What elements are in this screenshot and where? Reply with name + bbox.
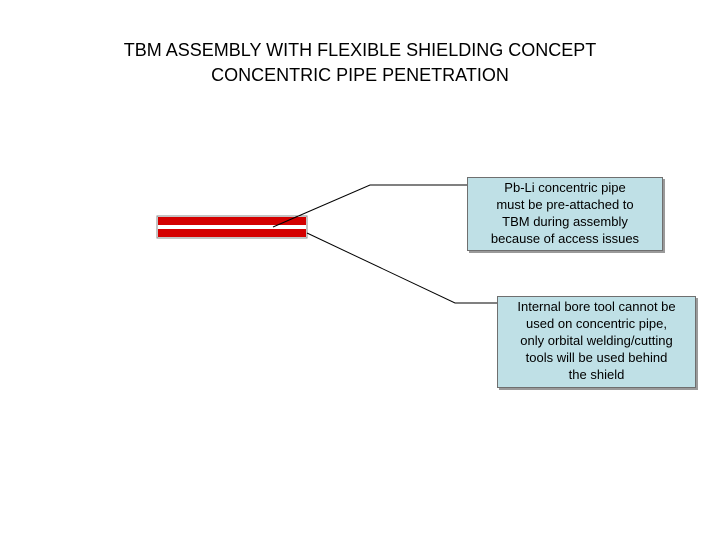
leader-line-2 [306,232,497,304]
pipe-outer-border [156,215,308,239]
title-line-2: CONCENTRIC PIPE PENETRATION [211,65,509,85]
callout-1-line-4: because of access issues [490,231,640,246]
callout-2-line-2: used on concentric pipe, [526,316,667,331]
pipe-gap [158,225,306,229]
pipe-upper-wall [158,217,306,225]
callout-2-line-1: Internal bore tool cannot be [517,299,676,314]
callout-1-line-2: must be pre-attached to [496,197,634,212]
page-title: TBM ASSEMBLY WITH FLEXIBLE SHIELDING CON… [0,38,720,88]
callout-1-line-3: TBM during assembly [502,214,628,229]
leader-line-1 [272,184,467,228]
callout-2-line-4: tools will be used behind [525,350,668,365]
callout-2-line-5: the shield [568,367,625,382]
concentric-pipe [156,215,308,239]
pipe-lower-wall [158,229,306,237]
callout-1-line-1: Pb-Li concentric pipe [504,180,626,195]
callout-pre-attached: Pb-Li concentric pipe must be pre-attach… [467,177,663,251]
callout-bore-tool: Internal bore tool cannot be used on con… [497,296,696,388]
title-line-1: TBM ASSEMBLY WITH FLEXIBLE SHIELDING CON… [123,40,597,60]
callout-2-line-3: only orbital welding/cutting [520,333,673,348]
